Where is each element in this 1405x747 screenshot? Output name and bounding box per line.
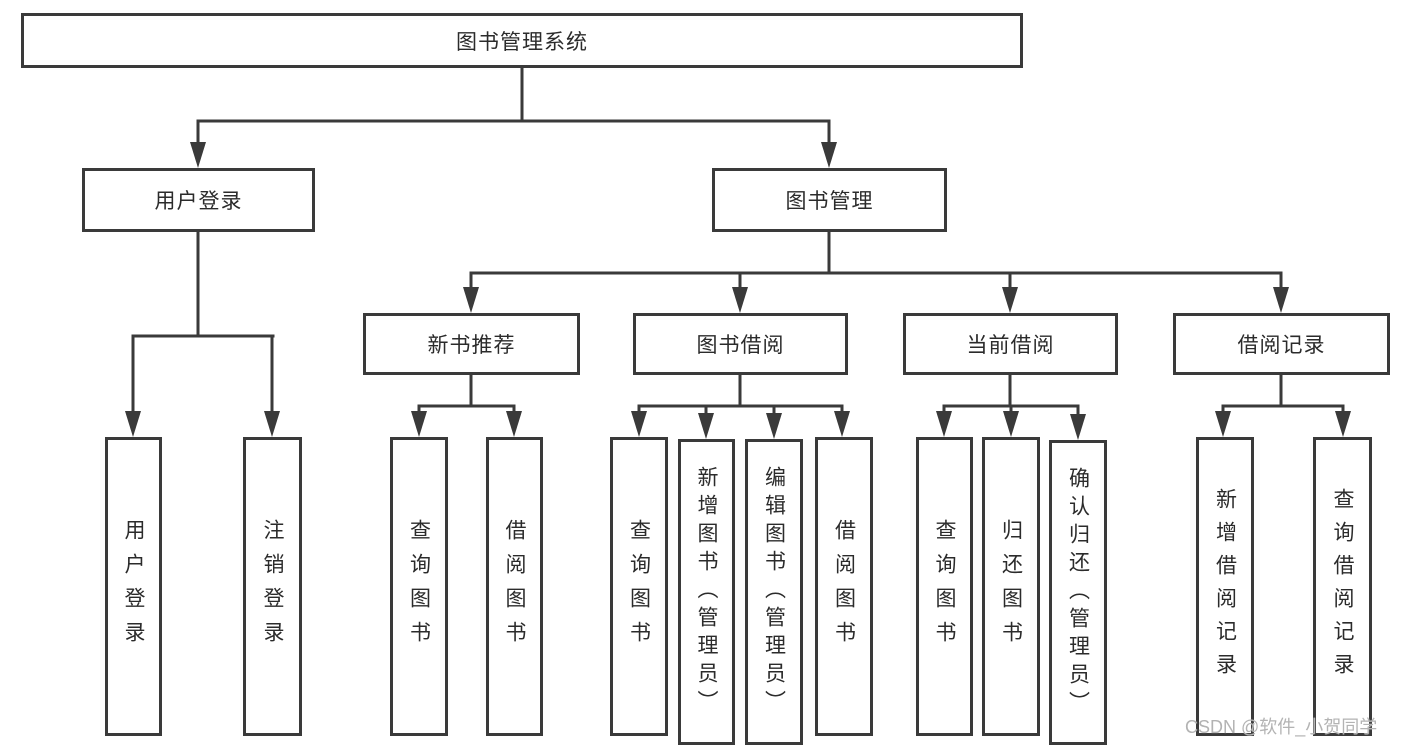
leaf-query-borrow-record-label: 查询借阅记录 xyxy=(1331,487,1354,686)
node-borrow-records: 借阅记录 xyxy=(1173,313,1390,375)
leaf-edit-books-admin: 编辑图书（管理员） xyxy=(745,439,803,745)
leaf-confirm-return-admin-label: 确认归还（管理员） xyxy=(1066,466,1090,719)
node-current-borrow: 当前借阅 xyxy=(903,313,1118,375)
leaf-query-books-3: 查询图书 xyxy=(916,437,973,736)
leaf-borrow-books-2: 借阅图书 xyxy=(815,437,873,736)
node-book-borrow-label: 图书借阅 xyxy=(696,334,785,357)
node-new-book-recommend: 新书推荐 xyxy=(363,313,580,375)
leaf-query-books-1: 查询图书 xyxy=(390,437,448,736)
node-book-management: 图书管理 xyxy=(712,168,947,232)
node-library-system-label: 图书管理系统 xyxy=(456,30,588,54)
node-borrow-records-label: 借阅记录 xyxy=(1237,334,1326,357)
leaf-borrow-books-1-label: 借阅图书 xyxy=(503,518,526,655)
node-library-system: 图书管理系统 xyxy=(21,13,1023,68)
leaf-edit-books-admin-label: 编辑图书（管理员） xyxy=(762,466,786,718)
leaf-return-books: 归还图书 xyxy=(982,437,1040,736)
leaf-borrow-books-2-label: 借阅图书 xyxy=(832,518,856,655)
leaf-query-books-2: 查询图书 xyxy=(610,437,668,736)
leaf-logout-label: 注销登录 xyxy=(261,518,284,655)
node-current-borrow-label: 当前借阅 xyxy=(966,334,1055,357)
leaf-add-books-admin: 新增图书（管理员） xyxy=(678,439,735,745)
leaf-query-books-1-label: 查询图书 xyxy=(407,518,431,655)
leaf-user-login: 用户登录 xyxy=(105,437,162,736)
node-user-login: 用户登录 xyxy=(82,168,315,232)
leaf-query-books-2-label: 查询图书 xyxy=(627,518,651,655)
node-new-book-recommend-label: 新书推荐 xyxy=(427,334,516,357)
leaf-query-books-3-label: 查询图书 xyxy=(933,518,956,655)
leaf-logout: 注销登录 xyxy=(243,437,302,736)
leaf-query-borrow-record: 查询借阅记录 xyxy=(1313,437,1372,736)
leaf-add-borrow-record: 新增借阅记录 xyxy=(1196,437,1254,736)
node-book-borrow: 图书借阅 xyxy=(633,313,848,375)
leaf-add-borrow-record-label: 新增借阅记录 xyxy=(1213,487,1237,686)
leaf-add-books-admin-label: 新增图书（管理员） xyxy=(695,466,718,718)
node-book-management-label: 图书管理 xyxy=(785,190,874,213)
node-user-login-label: 用户登录 xyxy=(154,190,243,213)
leaf-user-login-label: 用户登录 xyxy=(122,518,145,655)
leaf-return-books-label: 归还图书 xyxy=(999,518,1023,655)
leaf-confirm-return-admin: 确认归还（管理员） xyxy=(1049,440,1107,745)
leaf-borrow-books-1: 借阅图书 xyxy=(486,437,543,736)
csdn-watermark: CSDN @软件_小贺同学 xyxy=(1185,717,1378,737)
